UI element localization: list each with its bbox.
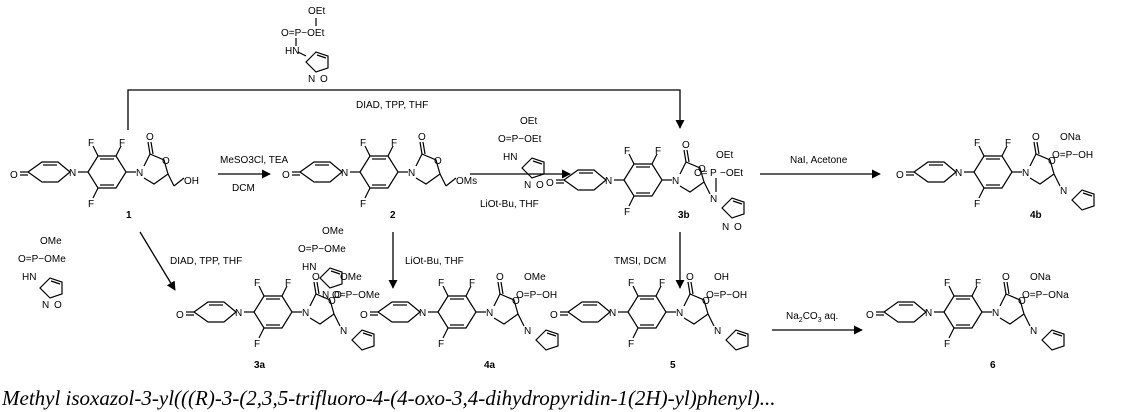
label-compound-5: 5	[670, 360, 676, 371]
svg-text:N: N	[524, 326, 531, 337]
compound-1-structure: OH	[9, 131, 199, 211]
svg-text:O=P−OH: O=P−OH	[706, 290, 747, 301]
svg-text:OMs: OMs	[456, 176, 477, 187]
top-reagent-structure: OEt O=P−OEt HN N O	[281, 6, 329, 85]
svg-text:OH: OH	[184, 176, 199, 187]
svg-text:O: O	[734, 222, 742, 233]
svg-text:OMe: OMe	[40, 236, 62, 247]
svg-text:P: P	[710, 168, 717, 179]
svg-text:OMe: OMe	[322, 226, 344, 237]
svg-text:N: N	[1030, 326, 1037, 337]
reagent-last: Na2CO3 aq.	[786, 311, 838, 324]
reagent-down-left: DIAD, TPP, THF	[170, 256, 242, 267]
reaction-scheme: O N F F F N O O	[9, 6, 1095, 371]
compound-3a-structure: N O=P−OMe OMe	[175, 271, 380, 351]
svg-text:N: N	[308, 74, 315, 85]
svg-text:N: N	[710, 194, 717, 205]
svg-text:ONa: ONa	[1060, 132, 1081, 143]
compound-6-structure: N O=P−ONa ONa	[865, 271, 1069, 351]
svg-text:OEt: OEt	[716, 150, 733, 161]
label-compound-1: 1	[126, 210, 132, 221]
label-compound-6: 6	[990, 360, 996, 371]
svg-text:OMe: OMe	[340, 272, 362, 283]
svg-text:O=P−OEt: O=P−OEt	[498, 134, 542, 145]
svg-text:N: N	[42, 300, 49, 311]
svg-text:N: N	[722, 222, 729, 233]
top-bypass-arrow	[127, 89, 685, 130]
svg-text:O=: O=	[694, 168, 708, 179]
reagent-step1-top: MeSO3Cl, TEA	[220, 155, 288, 166]
dimethyl-reagent-mid: OMe O=P−OMe HN N O	[298, 226, 346, 301]
svg-text:N: N	[524, 180, 531, 191]
reagent-top: DIAD, TPP, THF	[356, 100, 428, 111]
reagent-down-mid: LiOt-Bu, THF	[405, 256, 464, 267]
svg-text:HN: HN	[285, 46, 299, 57]
svg-text:O=P−OH: O=P−OH	[516, 290, 557, 301]
reagent-step2-bottom: LiOt-Bu, THF	[480, 199, 539, 210]
arrow-1-to-3a	[139, 231, 176, 291]
compound-3b-structure: N P OEt −OEt O= N O	[545, 139, 745, 233]
svg-text:O=P−OMe: O=P−OMe	[332, 290, 380, 301]
svg-text:O=P−OMe: O=P−OMe	[18, 254, 66, 265]
svg-text:O=P−OH: O=P−OH	[1052, 150, 1093, 161]
label-compound-3a: 3a	[254, 360, 266, 371]
figure-caption: Methyl isoxazol-3-yl(((R)-3-(2,3,5-trifl…	[2, 388, 776, 410]
reagent-step3-top: NaI, Acetone	[790, 155, 848, 166]
svg-text:O: O	[54, 300, 62, 311]
label-compound-4a: 4a	[484, 360, 496, 371]
compound-5-structure: N O=P−OH OH	[549, 271, 749, 351]
compound-4b-structure: N O=P−OH ONa	[895, 131, 1095, 211]
svg-text:OEt: OEt	[308, 6, 325, 17]
svg-text:OH: OH	[714, 272, 729, 283]
svg-text:O: O	[320, 74, 328, 85]
compound-2-structure: OMs	[281, 131, 477, 211]
svg-text:N: N	[1060, 186, 1067, 197]
compound-4a-structure: N O=P−OH OMe	[359, 271, 559, 351]
label-compound-4b: 4b	[1030, 210, 1042, 221]
svg-text:O=P−OMe: O=P−OMe	[298, 244, 346, 255]
svg-text:OEt: OEt	[520, 116, 537, 127]
reagent-step1-bottom: DCM	[232, 183, 255, 194]
step2-reagent-structure: OEt O=P−OEt HN N O	[498, 116, 545, 191]
label-compound-2: 2	[390, 210, 396, 221]
svg-text:N: N	[714, 326, 721, 337]
svg-text:O: O	[536, 180, 544, 191]
svg-text:N: N	[322, 290, 329, 301]
svg-text:HN: HN	[22, 272, 36, 283]
svg-text:−OEt: −OEt	[720, 168, 743, 179]
reagent-down-right: TMSI, DCM	[614, 256, 666, 267]
svg-text:O=P−ONa: O=P−ONa	[1022, 290, 1069, 301]
svg-text:HN: HN	[302, 262, 316, 273]
dimethyl-reagent-left: OMe O=P−OMe HN N O	[18, 236, 66, 311]
svg-text:OMe: OMe	[524, 272, 546, 283]
svg-text:O=P−OEt: O=P−OEt	[281, 28, 325, 39]
svg-text:N: N	[340, 326, 347, 337]
svg-text:ONa: ONa	[1030, 272, 1051, 283]
label-compound-3b: 3b	[678, 210, 690, 221]
svg-text:O: O	[334, 290, 342, 301]
svg-text:HN: HN	[503, 152, 517, 163]
